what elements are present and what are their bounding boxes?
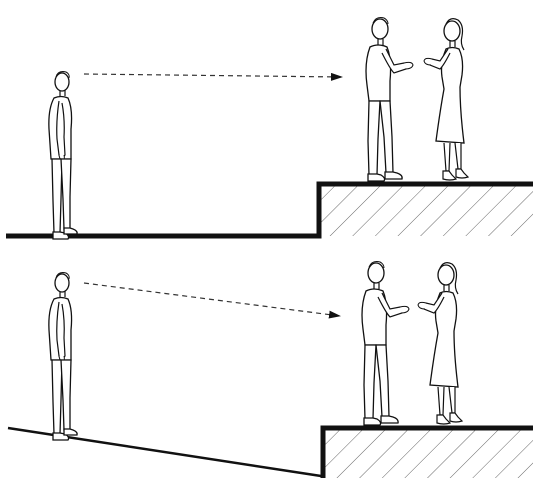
man-talking-figure	[366, 18, 413, 181]
sightline-arrow	[84, 74, 342, 77]
observer-figure	[49, 273, 77, 440]
observer-figure	[49, 72, 77, 239]
sightline-arrow	[84, 283, 340, 316]
woman-talking-figure	[418, 263, 462, 424]
panel-bottom	[8, 262, 533, 478]
platform-hatch	[325, 430, 533, 478]
platform-hatch	[321, 184, 533, 236]
man-talking-figure	[362, 262, 409, 425]
panel-top	[6, 18, 533, 239]
woman-talking-figure	[424, 19, 468, 180]
